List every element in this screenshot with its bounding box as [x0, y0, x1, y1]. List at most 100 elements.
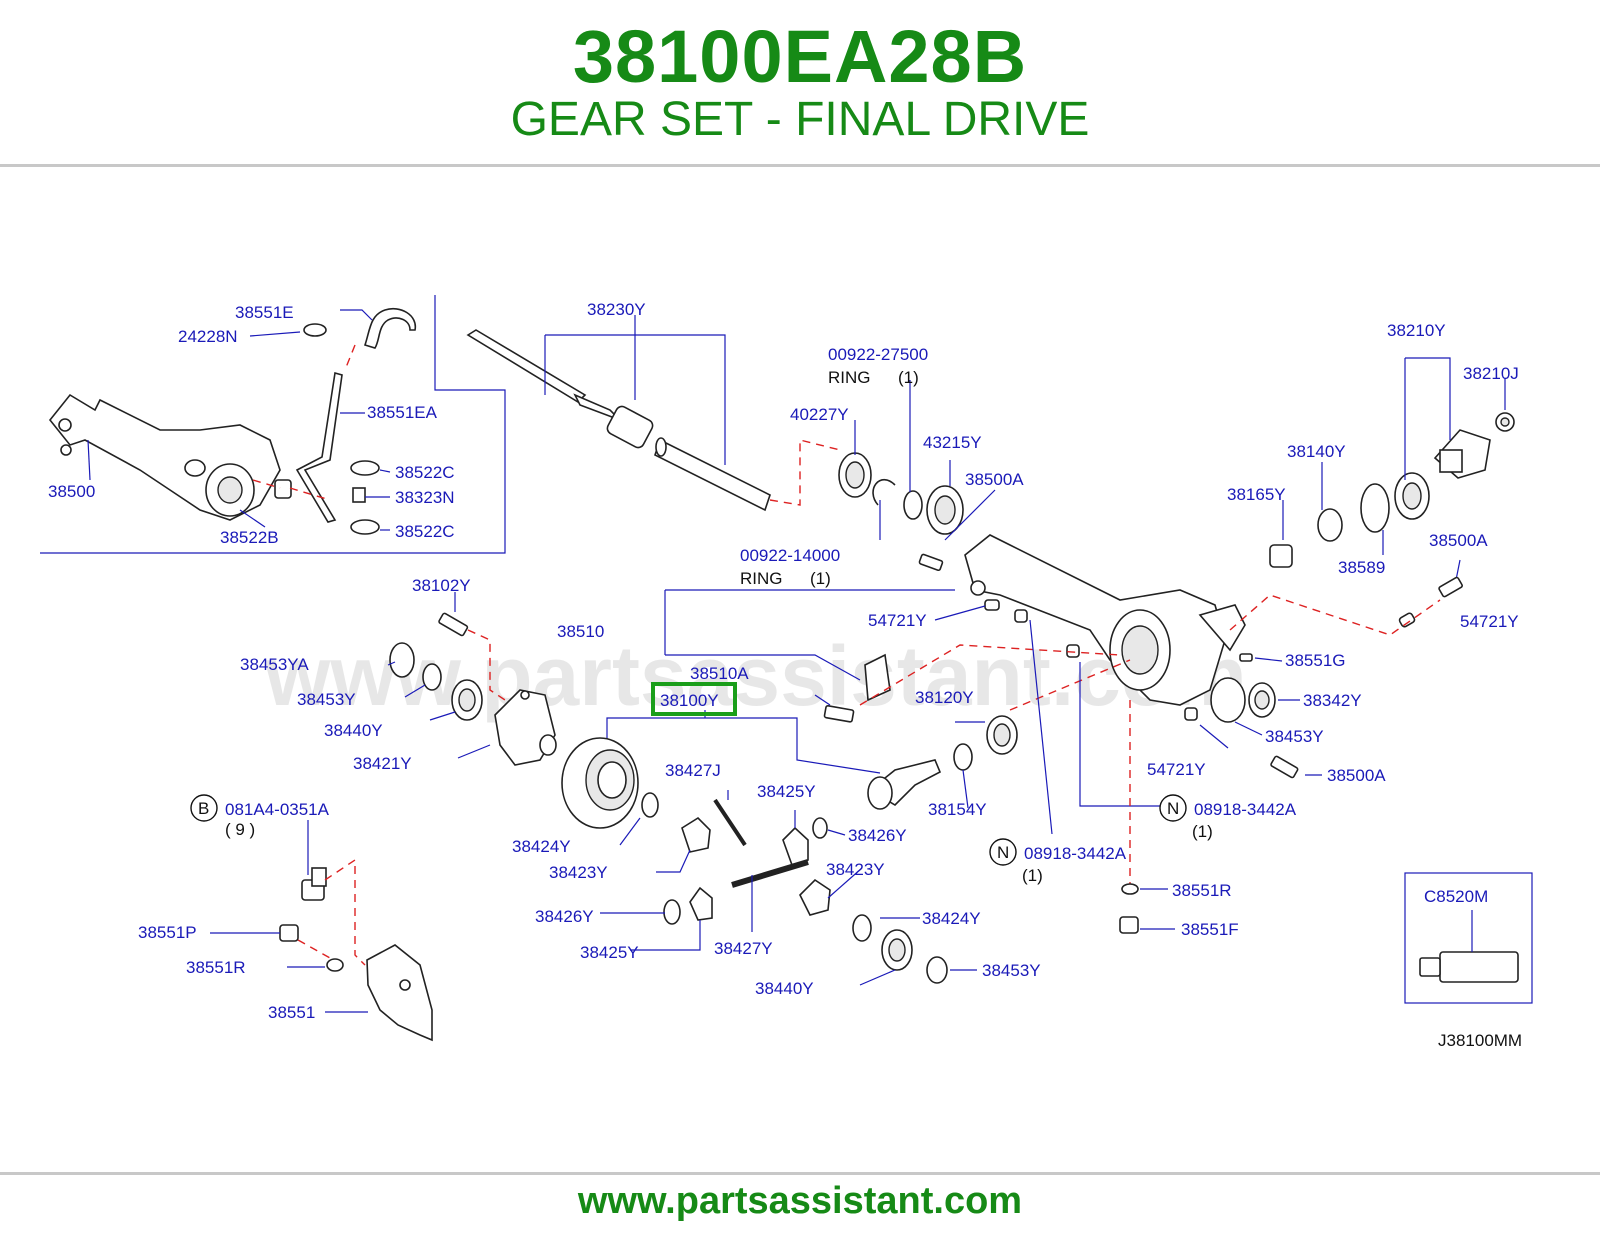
bearing-38440Y-right [881, 929, 913, 971]
label-54721Y-a[interactable]: 54721Y [1460, 612, 1519, 631]
label-38421Y[interactable]: 38421Y [353, 754, 412, 773]
washer-38426Y-top [812, 817, 828, 839]
label-38440Y-b[interactable]: 38440Y [755, 979, 814, 998]
label-081A4-0351A[interactable]: 081A4-0351A [225, 800, 330, 819]
label-38589[interactable]: 38589 [1338, 558, 1385, 577]
label-00922-14000[interactable]: 00922-14000 [740, 546, 840, 565]
pin-38551G [1239, 653, 1253, 662]
oil-seal-38210Y [1394, 472, 1430, 520]
axle-shaft-38230Y [466, 329, 771, 512]
part-number-title: 38100EA28B [572, 15, 1028, 98]
label-08918-3442A-b[interactable]: 08918-3442A [1024, 844, 1127, 863]
sealant-tube-C8520M [1419, 951, 1519, 983]
cap-bolt [823, 705, 855, 723]
diff-case-38421Y [494, 689, 557, 766]
n-marker-circle-right [1159, 794, 1187, 822]
label-38522B[interactable]: 38522B [220, 528, 279, 547]
label-38500A-b[interactable]: 38500A [1429, 531, 1488, 550]
label-38210J[interactable]: 38210J [1463, 364, 1519, 383]
label-38510A[interactable]: 38510A [690, 664, 749, 683]
label-54721Y-c[interactable]: 54721Y [1147, 760, 1206, 779]
label-38551G[interactable]: 38551G [1285, 651, 1346, 670]
footer-divider [0, 1172, 1600, 1175]
label-43215Y[interactable]: 43215Y [923, 433, 982, 452]
bearing-cap-38510A [864, 653, 891, 702]
washer-38154Y [953, 743, 973, 771]
label-38510[interactable]: 38510 [557, 622, 604, 641]
bolt-38500A-lower [1270, 755, 1299, 779]
qty-1-right: (1) [1192, 822, 1213, 841]
pinion-mate-38423Y-right [799, 878, 831, 916]
label-38102Y[interactable]: 38102Y [412, 576, 471, 595]
n-marker-mid: N [997, 843, 1009, 862]
label-38551R-a[interactable]: 38551R [1172, 881, 1232, 900]
qty-1-mid: (1) [1022, 866, 1043, 885]
label-38140Y[interactable]: 38140Y [1287, 442, 1346, 461]
label-38427Y[interactable]: 38427Y [714, 939, 773, 958]
side-gear-38425Y-bottom [689, 886, 713, 921]
label-08918-3442A-a[interactable]: 08918-3442A [1194, 800, 1297, 819]
n-marker-circle-mid [989, 838, 1017, 866]
label-38425Y-a[interactable]: 38425Y [757, 782, 816, 801]
dowel-54721Y-right [1398, 612, 1416, 628]
diagram-panel [0, 270, 1600, 1100]
label-38551R-b[interactable]: 38551R [186, 958, 246, 977]
label-38154Y[interactable]: 38154Y [928, 800, 987, 819]
sealant-frame [1404, 872, 1533, 1004]
label-40227Y[interactable]: 40227Y [790, 405, 849, 424]
label-38440Y-a[interactable]: 38440Y [324, 721, 383, 740]
label-54721Y-b[interactable]: 54721Y [868, 611, 927, 630]
label-38551EA[interactable]: 38551EA [367, 403, 438, 422]
carrier-housing [964, 534, 1246, 706]
label-00922-27500[interactable]: 00922-27500 [828, 345, 928, 364]
bearing-38440Y-left [451, 679, 483, 721]
label-38453Y-a[interactable]: 38453Y [297, 690, 356, 709]
label-38424Y-b[interactable]: 38424Y [922, 909, 981, 928]
label-38453Y-c[interactable]: 38453Y [982, 961, 1041, 980]
label-38551F[interactable]: 38551F [1181, 920, 1239, 939]
qty-9: ( 9 ) [225, 820, 255, 839]
footer-url-link[interactable]: www.partsassistant.com [577, 1180, 1023, 1222]
drive-pinion-38100Y [867, 759, 942, 810]
oil-seal-40227Y [838, 452, 872, 498]
label-38551[interactable]: 38551 [268, 1003, 315, 1022]
bolt-38500A-right [1438, 576, 1463, 598]
clamps-38522C [274, 460, 380, 535]
label-38423Y-b[interactable]: 38423Y [826, 860, 885, 879]
label-38165Y[interactable]: 38165Y [1227, 485, 1286, 504]
label-38426Y-b[interactable]: 38426Y [535, 907, 594, 926]
shim-38453YA [389, 642, 415, 678]
label-38424Y-a[interactable]: 38424Y [512, 837, 571, 856]
inset-frame [40, 295, 506, 554]
bearing-38120Y [986, 715, 1018, 755]
dowel-54721Y-mid [984, 599, 1198, 721]
label-38323N[interactable]: 38323N [395, 488, 455, 507]
label-38230Y[interactable]: 38230Y [587, 300, 646, 319]
companion-flange-38210Y [1433, 429, 1491, 479]
label-38210Y[interactable]: 38210Y [1387, 321, 1446, 340]
label-ring-1: RING [828, 368, 871, 387]
label-38120Y[interactable]: 38120Y [915, 688, 974, 707]
label-38427J[interactable]: 38427J [665, 761, 721, 780]
bolt-38102Y [438, 612, 469, 637]
label-38551P[interactable]: 38551P [138, 923, 197, 942]
label-38522C-a[interactable]: 38522C [395, 463, 455, 482]
label-38500A-c[interactable]: 38500A [1327, 766, 1386, 785]
label-38500[interactable]: 38500 [48, 482, 95, 501]
label-38522C-b[interactable]: 38522C [395, 522, 455, 541]
label-38551E[interactable]: 38551E [235, 303, 294, 322]
label-38453Y-b[interactable]: 38453Y [1265, 727, 1324, 746]
label-38425Y-b[interactable]: 38425Y [580, 943, 639, 962]
label-38453YA[interactable]: 38453YA [240, 655, 309, 674]
label-38342Y[interactable]: 38342Y [1303, 691, 1362, 710]
plug-38551F [1119, 916, 1139, 934]
n-marker-right: N [1167, 799, 1179, 818]
label-24228N[interactable]: 24228N [178, 327, 238, 346]
collar-43215Y [903, 490, 923, 520]
label-38500A-a[interactable]: 38500A [965, 470, 1024, 489]
label-C8520M[interactable]: C8520M [1424, 887, 1488, 906]
thrust-washer-38424Y-right [852, 914, 872, 942]
label-38100Y-highlighted[interactable]: 38100Y [660, 691, 719, 710]
label-38426Y-a[interactable]: 38426Y [848, 826, 907, 845]
label-38423Y-a[interactable]: 38423Y [549, 863, 608, 882]
